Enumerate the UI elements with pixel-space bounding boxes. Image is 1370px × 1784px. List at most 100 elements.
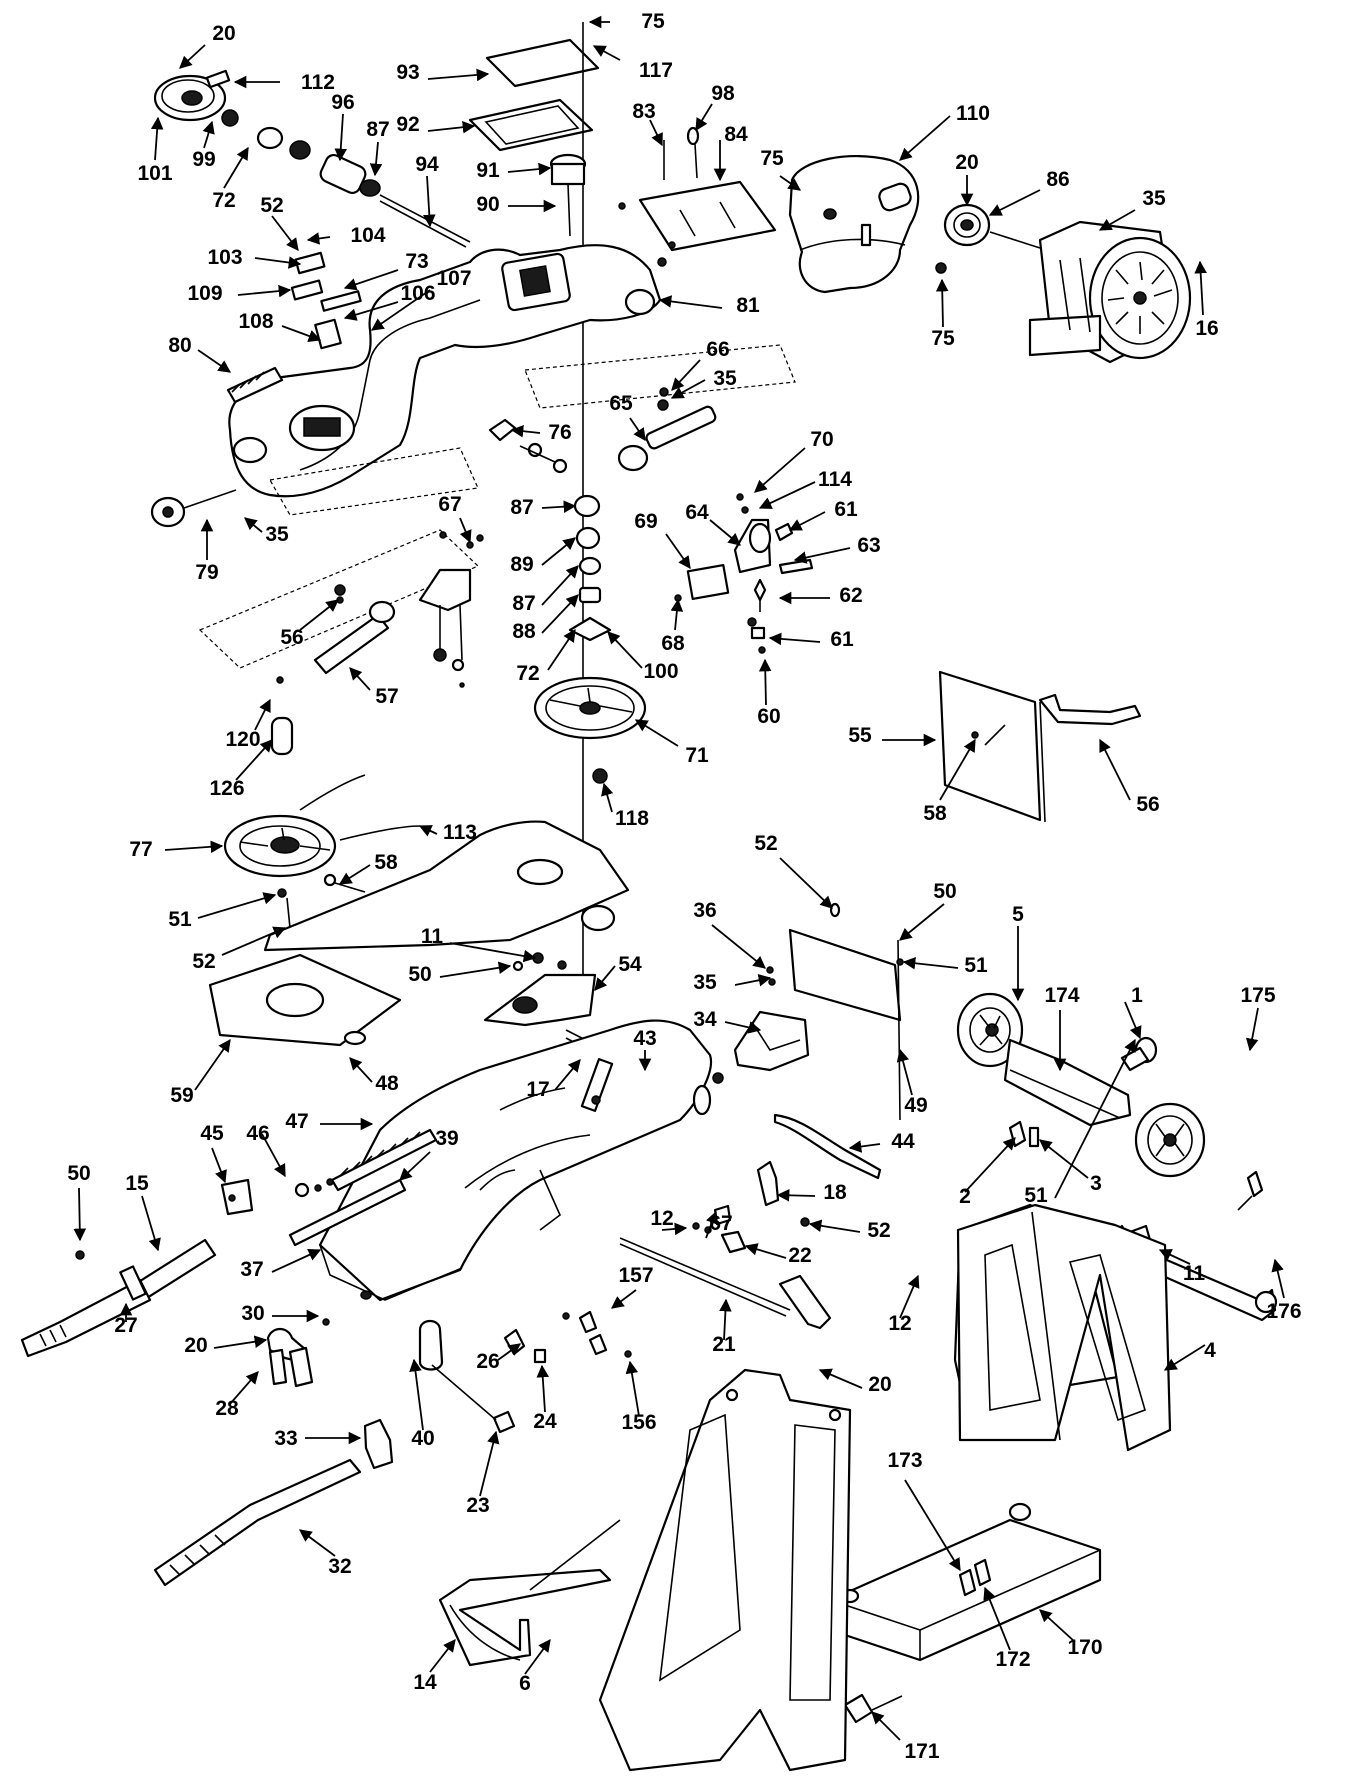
callout-171: 171 <box>904 1740 939 1763</box>
leader-arrow <box>541 594 579 634</box>
leader-arrow <box>658 295 723 309</box>
base-casting-top <box>208 820 630 1047</box>
leader-lines <box>73 15 1285 1741</box>
leader-arrow <box>1039 1139 1089 1179</box>
callout-113: 113 <box>443 821 477 844</box>
callout-65: 65 <box>609 392 633 415</box>
callout-5: 5 <box>1012 903 1024 926</box>
callout-20: 20 <box>868 1373 891 1396</box>
leader-arrow <box>983 1586 1011 1651</box>
callout-50: 50 <box>67 1162 90 1185</box>
callout-30: 30 <box>241 1302 264 1325</box>
leader-arrow <box>724 1021 762 1034</box>
leader-arrow <box>779 857 833 909</box>
leader-arrow <box>711 924 766 969</box>
idler-wheel-assembly <box>153 69 471 248</box>
stand-right-4 <box>953 1203 1172 1452</box>
small-bracket-parts <box>692 1160 810 1254</box>
callout-76: 76 <box>548 421 571 444</box>
callout-120: 120 <box>225 728 260 751</box>
callout-34: 34 <box>693 1008 717 1031</box>
callout-55: 55 <box>848 724 872 747</box>
callout-33: 33 <box>274 1427 297 1450</box>
leader-arrow <box>1054 1038 1136 1199</box>
callout-37: 37 <box>240 1258 263 1281</box>
leader-arrow <box>343 269 399 291</box>
stand-left <box>438 1368 852 1772</box>
callout-39: 39 <box>435 1127 458 1150</box>
callout-173: 173 <box>887 1449 922 1472</box>
leader-arrow <box>427 120 476 134</box>
callout-110: 110 <box>956 102 990 125</box>
callout-174: 174 <box>1044 984 1079 1007</box>
shelf-170 <box>828 1502 1102 1724</box>
callout-45: 45 <box>200 1122 224 1145</box>
callout-92: 92 <box>396 113 419 136</box>
callout-51: 51 <box>168 908 192 931</box>
callout-24: 24 <box>533 1410 557 1433</box>
leader-arrow <box>1245 1007 1259 1052</box>
callout-101: 101 <box>137 162 172 185</box>
callout-81: 81 <box>736 294 760 317</box>
callout-84: 84 <box>724 123 748 146</box>
leader-arrow <box>935 278 949 328</box>
leader-arrow <box>768 632 821 646</box>
callout-98: 98 <box>711 82 735 105</box>
callout-labels: 20 112 101 99 72 96 87 94 52 104 103 73 … <box>67 10 1301 1763</box>
callout-94: 94 <box>415 153 439 176</box>
callout-99: 99 <box>192 148 215 171</box>
leader-arrow <box>73 1187 87 1242</box>
part-55-panel <box>938 670 1142 823</box>
callout-75: 75 <box>760 147 784 170</box>
leader-arrow <box>349 667 371 691</box>
leader-arrow <box>429 1639 456 1673</box>
callout-87: 87 <box>366 118 389 141</box>
leader-arrow <box>449 942 537 963</box>
callout-52: 52 <box>260 194 283 217</box>
callout-3: 3 <box>1090 1172 1102 1195</box>
callout-80: 80 <box>168 334 191 357</box>
callout-52: 52 <box>754 832 777 855</box>
leader-arrow <box>439 961 512 978</box>
leader-arrow <box>298 1529 336 1557</box>
leader-arrow <box>197 892 277 919</box>
leader-arrow <box>541 537 576 566</box>
leader-arrow <box>194 1038 231 1091</box>
leader-arrow <box>349 1057 373 1083</box>
leader-arrow <box>988 189 1041 216</box>
leader-arrow <box>141 1195 161 1252</box>
leader-arrow <box>150 116 164 161</box>
leader-arrow <box>871 1711 901 1741</box>
callout-20: 20 <box>212 22 235 45</box>
part-57-bar <box>198 529 484 688</box>
leader-arrow <box>427 68 490 82</box>
leader-arrow <box>399 1151 431 1181</box>
callout-54: 54 <box>618 953 642 976</box>
callout-67: 67 <box>438 493 461 516</box>
callout-69: 69 <box>634 510 657 533</box>
part-44 <box>773 1113 882 1180</box>
leader-arrow <box>343 301 399 321</box>
leader-arrow <box>459 517 472 544</box>
callout-108: 108 <box>238 310 273 333</box>
callout-58: 58 <box>374 851 398 874</box>
vise-bracket <box>674 493 814 654</box>
leader-arrow <box>1099 738 1131 801</box>
leader-arrow <box>221 926 287 956</box>
rod-21 <box>619 1237 832 1330</box>
leader-arrow <box>899 1274 920 1319</box>
leader-arrow <box>306 232 331 245</box>
callout-109: 109 <box>187 282 222 305</box>
callout-46: 46 <box>246 1122 269 1145</box>
callout-62: 62 <box>839 584 862 607</box>
leader-arrow <box>334 113 348 162</box>
handwheel-71 <box>533 676 647 784</box>
motor-pulley <box>943 203 1041 249</box>
callout-35: 35 <box>713 367 737 390</box>
leader-arrow <box>197 349 232 373</box>
callout-35: 35 <box>1142 187 1166 210</box>
leader-arrow <box>808 1219 861 1233</box>
leader-arrow <box>271 1248 322 1273</box>
leader-arrow <box>1124 1001 1142 1040</box>
